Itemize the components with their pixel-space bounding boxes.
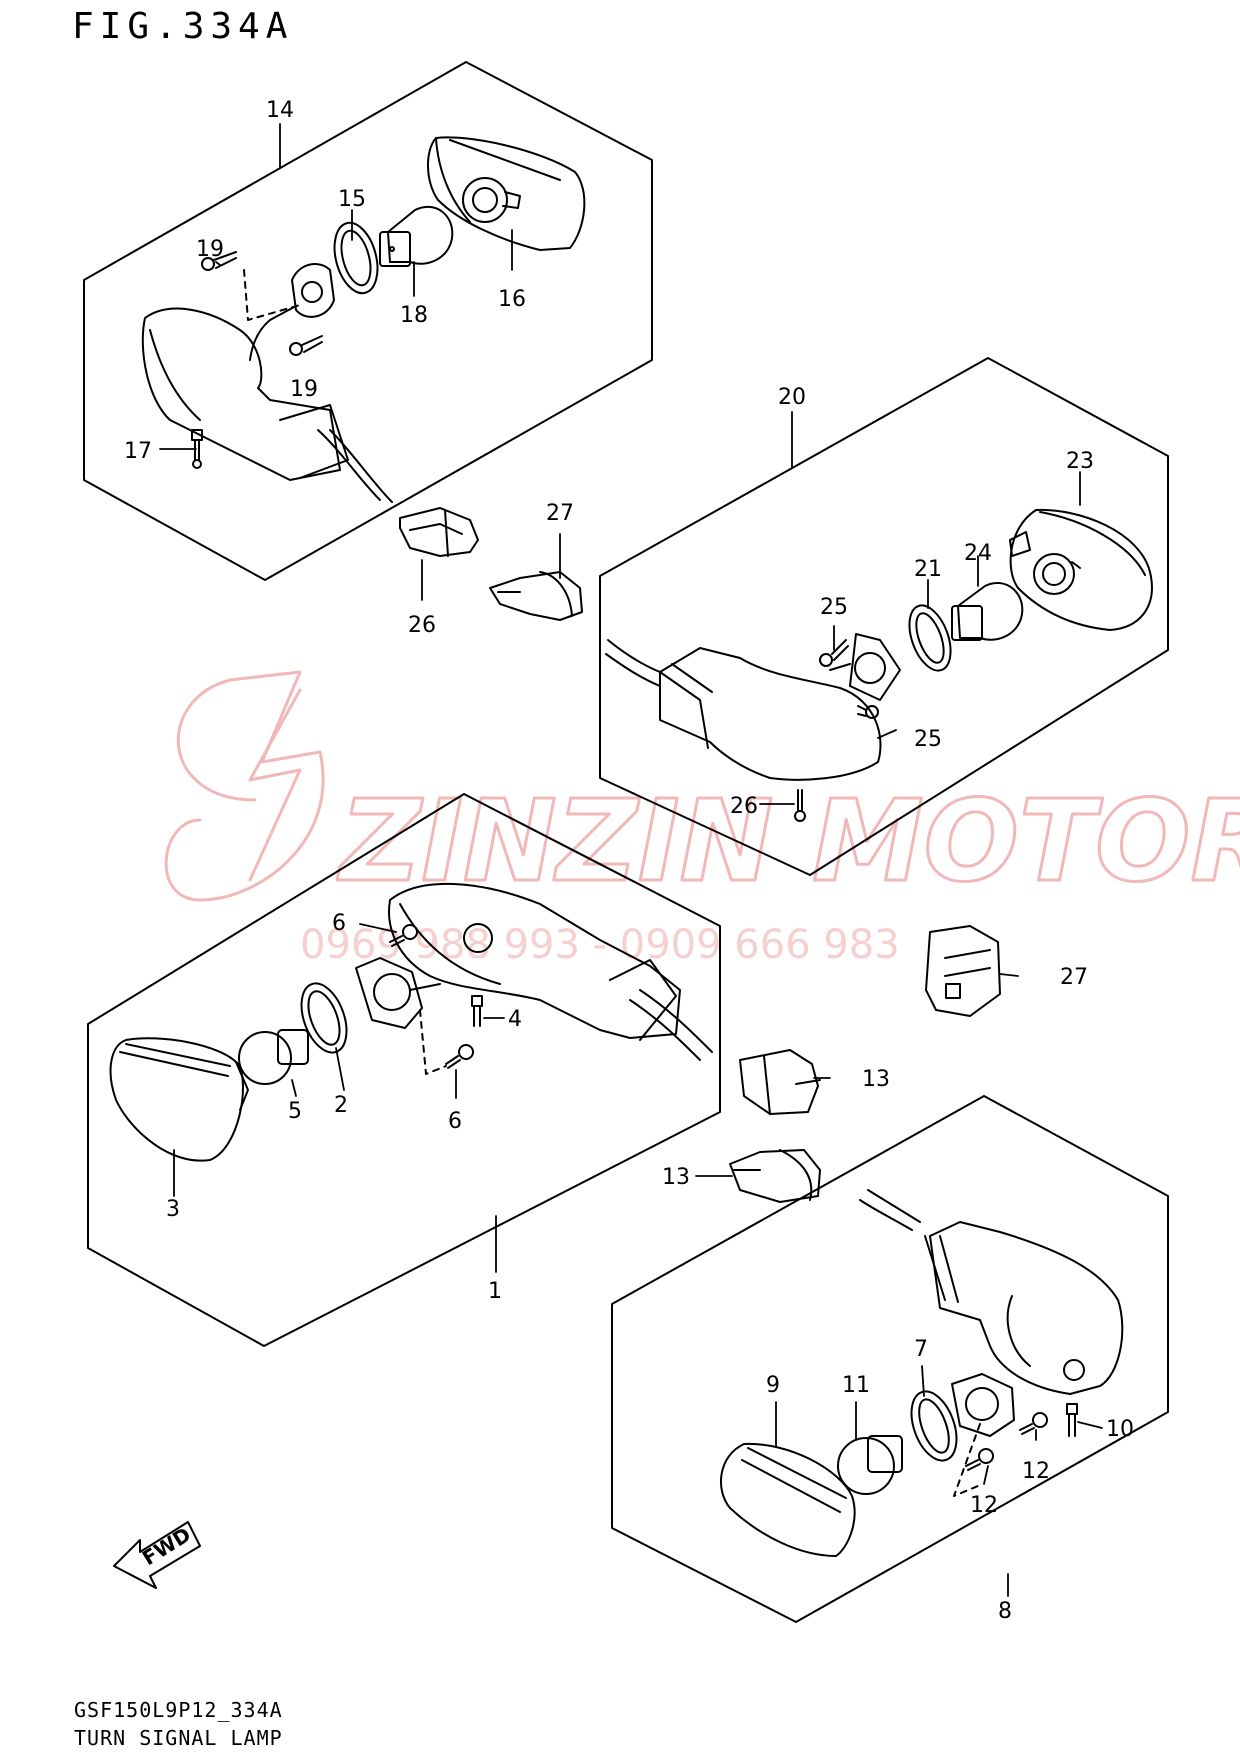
socket-7 — [951, 1373, 1015, 1437]
screw-12-b — [965, 1448, 994, 1471]
figure-title: FIG.334A — [72, 6, 294, 47]
lens-16 — [427, 136, 586, 251]
lens-22 — [1009, 508, 1153, 631]
callout-9: 9 — [766, 1373, 780, 1398]
callout-13-top: 13 — [862, 1067, 890, 1092]
screw-25-b — [857, 705, 879, 719]
callout-6-top: 6 — [332, 911, 346, 936]
callout-12-right: 12 — [1022, 1459, 1050, 1484]
screw-23 — [794, 789, 806, 822]
callout-10: 10 — [1106, 1417, 1134, 1442]
callout-4: 4 — [508, 1007, 522, 1032]
figure-name: TURN SIGNAL LAMP — [74, 1726, 283, 1750]
assembly-14-group — [83, 61, 653, 581]
watermark-brand: ZINZIN MOTOR — [337, 777, 1240, 907]
clamp-26-b — [489, 571, 583, 621]
figure-code: GSF150L9P12_334A — [74, 1698, 283, 1722]
callout-8: 7 — [914, 1337, 928, 1362]
screw-10 — [1066, 1403, 1078, 1437]
screw-25-a — [819, 639, 849, 667]
callout-3: 3 — [166, 1197, 180, 1222]
assembly-7-frame — [611, 1095, 1169, 1623]
callout-23: 26 — [730, 794, 758, 819]
socket-1 — [355, 957, 441, 1029]
watermark-phones: 0969 988 993 - 0909 666 983 — [300, 922, 900, 968]
callouts: 14 15 16 18 19 19 17 20 23 24 21 25 25 2… — [124, 98, 1134, 1624]
watermark-logo-icon — [164, 670, 325, 902]
callout-26-bottom: 26 — [408, 613, 436, 638]
callout-5: 5 — [288, 1099, 302, 1124]
socket-20 — [829, 633, 901, 701]
clamp-26-a — [399, 507, 479, 557]
callout-20: 20 — [778, 385, 806, 410]
lens-3 — [109, 1037, 249, 1162]
screw-6-a — [389, 924, 418, 947]
assembly-20-group — [599, 357, 1169, 876]
assembly-1-frame — [87, 793, 721, 1347]
screw-19-b — [289, 335, 323, 356]
bulb-18 — [379, 205, 454, 267]
housing-20 — [605, 639, 882, 781]
callout-7: 8 — [998, 1599, 1012, 1624]
bulb-11 — [837, 1435, 903, 1495]
callout-21: 21 — [914, 557, 942, 582]
callout-25-top: 25 — [820, 595, 848, 620]
callout-6-bottom: 6 — [448, 1109, 462, 1134]
gasket-21 — [908, 604, 952, 672]
callout-12-left: 12 — [970, 1493, 998, 1518]
callout-17: 17 — [124, 439, 152, 464]
bulb-24 — [951, 581, 1024, 641]
callout-18: 18 — [400, 303, 428, 328]
callout-16: 16 — [498, 287, 526, 312]
dashed-guide-19 — [243, 269, 301, 321]
callout-19-top: 19 — [196, 237, 224, 262]
screw-6-b — [445, 1044, 474, 1069]
clamp-13-a — [739, 1049, 821, 1115]
socket-14 — [249, 263, 335, 361]
callout-11: 11 — [842, 1373, 870, 1398]
callout-2: 2 — [334, 1093, 348, 1118]
housing-7 — [859, 1189, 1124, 1395]
screw-17 — [191, 429, 203, 469]
assembly-20-frame — [599, 357, 1169, 876]
connector-27 — [925, 925, 1001, 1017]
callout-15: 15 — [338, 187, 366, 212]
fwd-arrow-icon: FWD — [113, 1521, 201, 1589]
callout-13-bottom: 13 — [662, 1165, 690, 1190]
leader-lines — [159, 123, 1103, 1597]
callout-26-top: 27 — [546, 501, 574, 526]
bulb-5 — [238, 1029, 309, 1085]
callout-24: 24 — [964, 541, 992, 566]
assembly-1-group — [87, 793, 721, 1347]
housing-1 — [388, 882, 713, 1061]
dashed-guide-12 — [953, 1423, 981, 1497]
assembly-7-group — [611, 1095, 1169, 1623]
assembly-14-frame — [83, 61, 653, 581]
dashed-guide-6 — [419, 1009, 447, 1075]
screw-12-a — [1019, 1412, 1048, 1435]
callout-1: 1 — [488, 1279, 502, 1304]
lens-9 — [719, 1442, 856, 1557]
gasket-2 — [300, 982, 348, 1054]
screw-19-a — [201, 251, 237, 271]
watermark: ZINZIN MOTOR 0969 988 993 - 0909 666 983 — [164, 670, 1240, 968]
callout-19-bottom: 19 — [290, 377, 318, 402]
callout-14: 14 — [266, 98, 294, 123]
screw-4 — [471, 995, 483, 1027]
gasket-15 — [333, 221, 379, 295]
callout-27: 27 — [1060, 965, 1088, 990]
housing-14 — [141, 307, 393, 503]
callout-25-bottom: 25 — [914, 727, 942, 752]
gasket-8 — [910, 1390, 958, 1462]
callout-22: 23 — [1066, 449, 1094, 474]
